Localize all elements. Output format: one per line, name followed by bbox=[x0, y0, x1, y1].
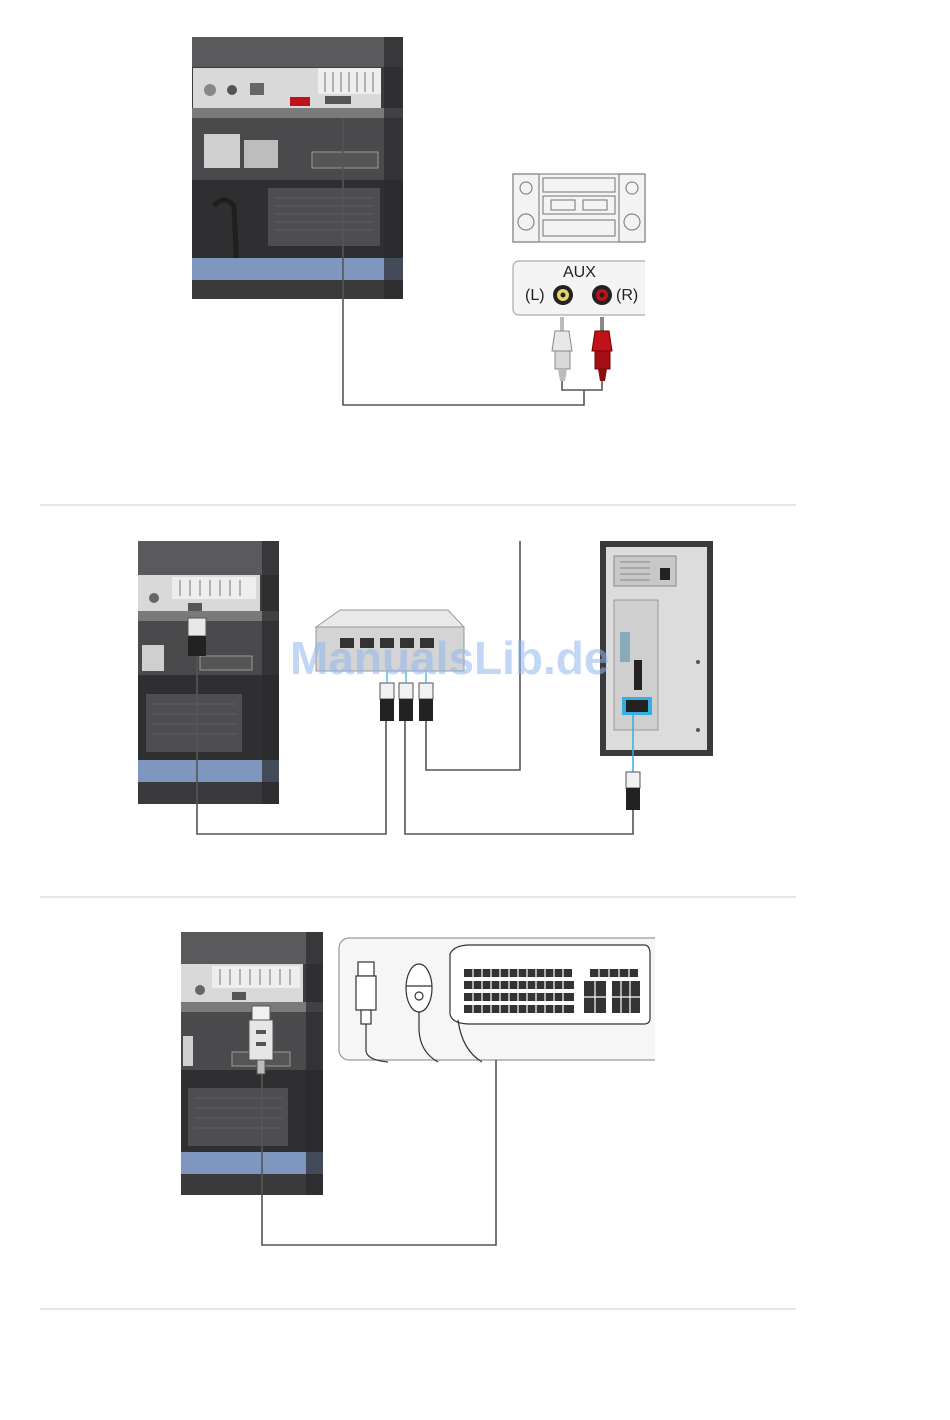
watermark-text: ManualsLib.de bbox=[290, 632, 609, 684]
tv-rear-panel-1 bbox=[192, 37, 403, 299]
rca-plug-white bbox=[552, 317, 572, 381]
aux-left-label: (L) bbox=[525, 287, 545, 304]
aux-title: AUX bbox=[563, 264, 596, 281]
rj45-plug-hub-3 bbox=[419, 683, 433, 721]
audio-connection-panel: AUX (L) (R) bbox=[192, 37, 665, 405]
rj45-plug-hub-1 bbox=[380, 683, 394, 721]
rca-plug-red bbox=[592, 317, 612, 381]
pc-tower-icon bbox=[600, 541, 713, 756]
aux-right-label: (R) bbox=[616, 287, 638, 304]
aux-input-box: AUX (L) (R) bbox=[513, 258, 665, 320]
tv-rear-panel-3 bbox=[181, 932, 323, 1195]
rj45-plug-hub-2 bbox=[399, 683, 413, 721]
network-connection-panel bbox=[138, 541, 713, 834]
stereo-system-icon bbox=[513, 174, 645, 242]
rj45-plug-pc bbox=[626, 772, 640, 810]
usb-connection-panel bbox=[181, 930, 675, 1245]
tv-rear-panel-2 bbox=[138, 541, 279, 804]
usb-devices-box bbox=[339, 930, 675, 1070]
